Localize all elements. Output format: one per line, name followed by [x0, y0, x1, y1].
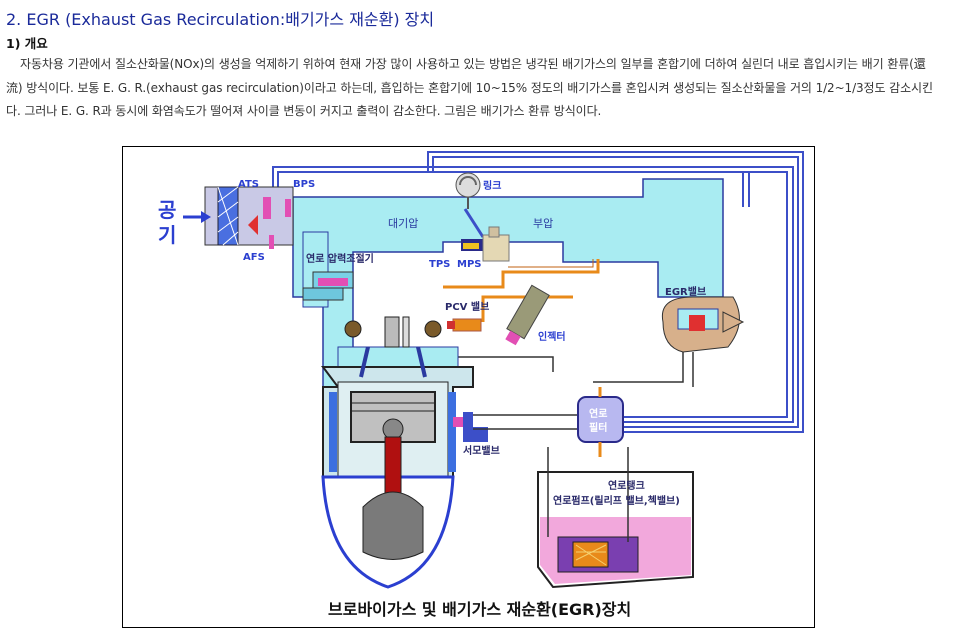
atmospheric-label: 대기압 [388, 217, 418, 230]
thermo-valve [453, 412, 593, 432]
tps-label: TPS [429, 259, 450, 270]
egr-valve-body [661, 296, 745, 353]
overview-paragraph: 자동차용 기관에서 질소산화물(NOx)의 생성을 억제하기 위하여 현재 가장… [6, 57, 933, 118]
figure-caption: 브로바이가스 및 배기가스 재순환(EGR)장치 [328, 600, 631, 619]
fuel-filter [577, 387, 624, 457]
fuel-pressure-regulator-label: 연로 압력조절기 [306, 252, 374, 265]
fuel-pressure-regulator [302, 271, 354, 301]
fuel-tank [537, 447, 694, 589]
pcv-valve [447, 318, 482, 332]
bps-label: BPS [293, 179, 315, 190]
fuel-filter-label-2: 필터 [589, 421, 607, 434]
air-inlet-arrow [183, 211, 211, 223]
thermo-valve-label: 서모밸브 [463, 444, 500, 457]
air-label-2: 기 [158, 223, 176, 247]
section-heading: 1) 개요 [6, 36, 48, 51]
air-label-1: 공 [158, 198, 176, 222]
negative-pressure-label: 부압 [533, 217, 553, 230]
fuel-pump-label: 연로펌프(릴리프 밸브,첵밸브) [553, 494, 680, 507]
pcv-valve-label: PCV 밸브 [445, 300, 489, 313]
afs-label: AFS [243, 252, 265, 263]
egr-valve-label: EGR밸브 [665, 285, 706, 298]
engine-block [321, 316, 488, 589]
egr-diagram: 공 기 ATS BPS AFS 링크 대기압 부압 TPS MPS 연로 압력조… [122, 146, 815, 628]
throttle-body [461, 226, 510, 262]
air-cleaner [204, 186, 294, 249]
mps-label: MPS [457, 259, 481, 270]
link-gauge [455, 172, 485, 238]
injector [505, 284, 550, 346]
fuel-tank-label: 연로탱크 [608, 479, 645, 492]
ats-label: ATS [238, 179, 259, 190]
link-label: 링크 [483, 180, 501, 192]
fuel-filter-label-1: 연로 [589, 407, 607, 420]
page-title: 2. EGR (Exhaust Gas Recirculation:배기가스 재… [6, 10, 435, 29]
injector-label: 인젝터 [538, 330, 566, 343]
